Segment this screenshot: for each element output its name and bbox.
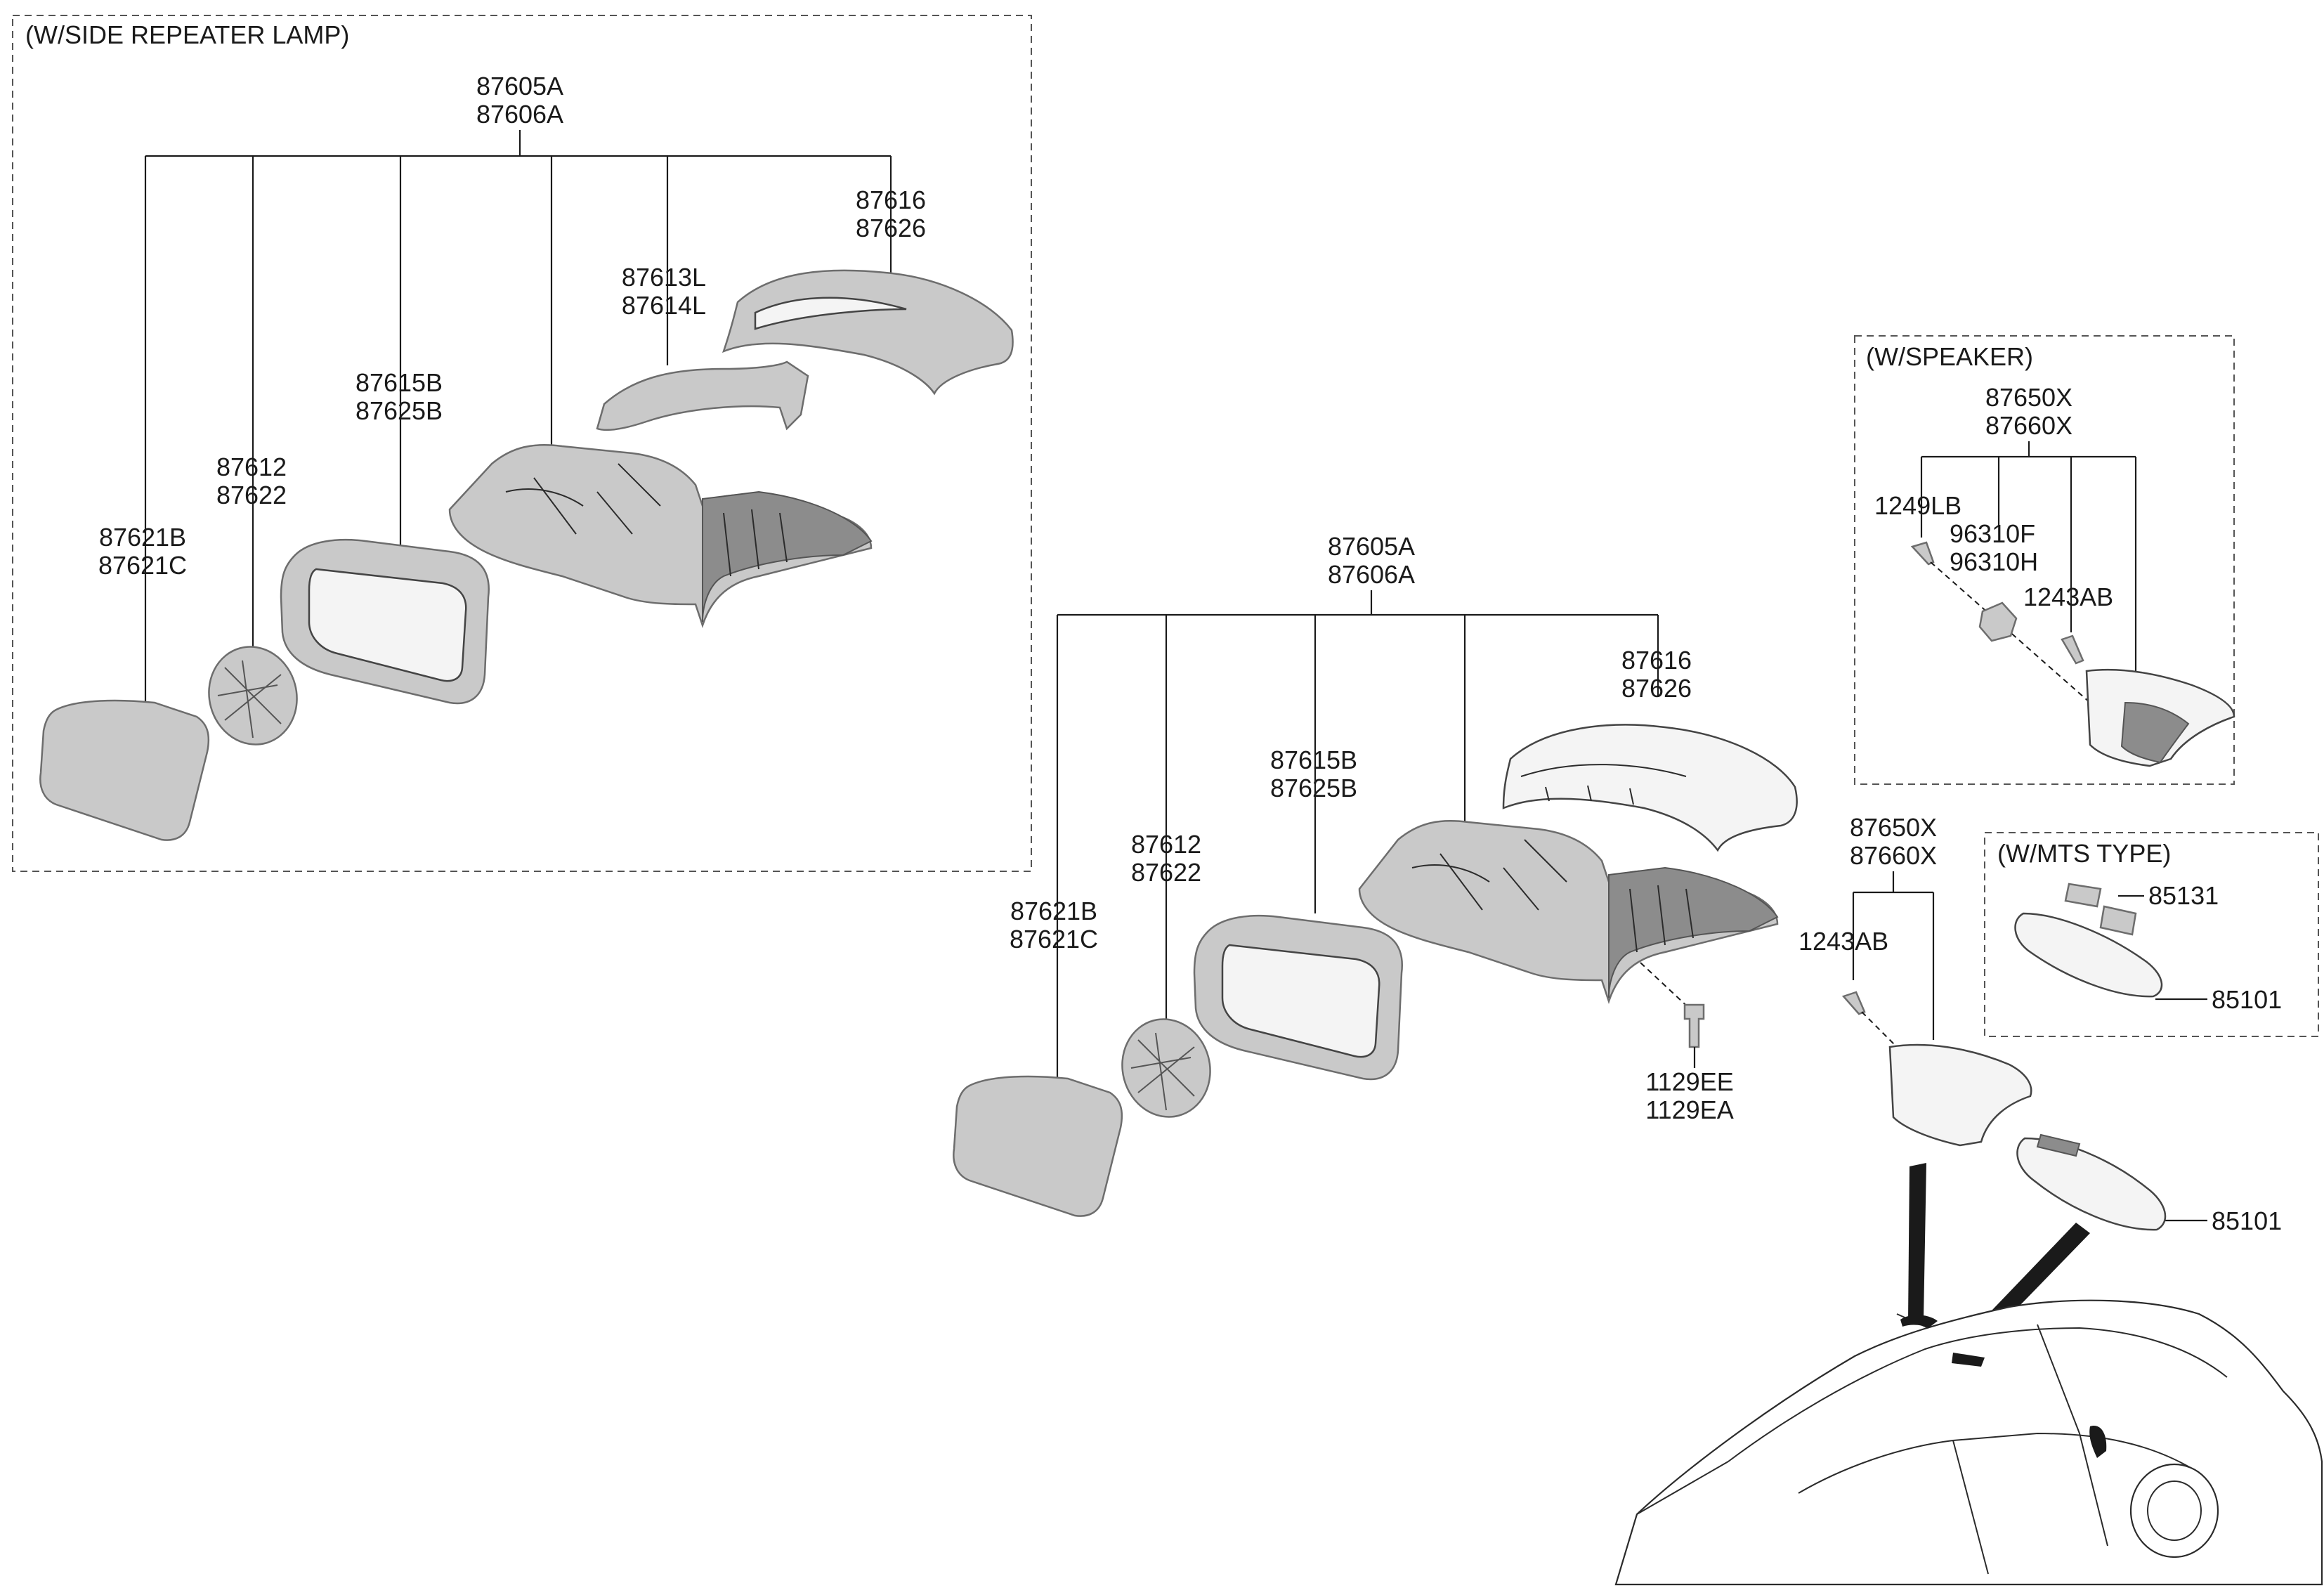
label-garnish-assy-a: 87650X	[1850, 813, 1937, 842]
scalp-cover-inner	[754, 297, 907, 330]
repeater-lamp-part	[596, 360, 809, 431]
garnish-screw-part	[1841, 991, 1866, 1015]
label-main-cover-b: 87626	[1621, 674, 1692, 703]
label-main-actuator-a: 87612	[1131, 830, 1201, 859]
housing-detail-lines	[505, 463, 788, 577]
main-mirror-leader-lines	[1056, 590, 1659, 1086]
garnish-part	[1888, 1043, 2032, 1147]
label-speaker-screw: 1249LB	[1874, 491, 1961, 520]
group-mts-type: (W/MTS TYPE) 85131 85101	[1984, 832, 2319, 1037]
speaker-screw-part	[1910, 541, 1935, 566]
label-actuator-b: 87622	[216, 481, 287, 509]
garnish-guide-line	[1861, 1011, 1898, 1048]
group-room-mirror: 85101	[2016, 1133, 2282, 1235]
car-wheel	[2129, 1463, 2219, 1558]
label-main-glass-b: 87621C	[1010, 925, 1098, 954]
garnish-leader-lines	[1852, 871, 1935, 1040]
label-mirror-assy-a: 87605A	[476, 72, 563, 100]
main-glass-holder-opening	[1221, 944, 1380, 1058]
label-speaker-unit-a: 96310F	[1950, 519, 2035, 548]
speaker-group-title: (W/SPEAKER)	[1866, 342, 2033, 371]
speaker-guide-line	[1930, 561, 2091, 703]
label-speaker-screw2: 1243AB	[2023, 583, 2113, 611]
main-cover-detail	[1520, 764, 1687, 805]
label-main-holder-b: 87625B	[1270, 774, 1357, 802]
main-bolt-part	[1683, 1003, 1705, 1048]
main-bolt-guide	[1640, 962, 1694, 1013]
label-main-bolt-a: 1129EE	[1645, 1067, 1733, 1096]
speaker-unit-part	[1978, 601, 2018, 642]
label-repeater-lamp-a: 87613L	[622, 263, 706, 292]
main-housing-part	[1358, 820, 1779, 1004]
car-roof-garnish-marker	[1900, 1315, 1938, 1328]
side-repeater-group-frame	[12, 15, 1032, 872]
label-holder-b: 87625B	[355, 396, 443, 425]
label-repeater-lamp-b: 87614L	[622, 291, 706, 320]
label-main-glass-a: 87621B	[1010, 897, 1097, 925]
label-holder-a: 87615B	[355, 368, 443, 397]
label-main-mirror-assy-a: 87605A	[1328, 532, 1415, 561]
label-room-mirror: 85101	[2212, 1206, 2282, 1235]
speaker-group-frame	[1854, 335, 2235, 785]
group-speaker: (W/SPEAKER) 87650X 87660X 1249LB 96310F …	[1854, 335, 2235, 785]
label-main-cover-a: 87616	[1621, 646, 1692, 675]
mts-group-frame	[1984, 832, 2319, 1037]
main-actuator-detail	[1130, 1032, 1195, 1111]
main-housing-back	[1608, 866, 1779, 998]
label-scalp-cover-a: 87616	[856, 186, 926, 214]
car-body-outline	[1614, 1299, 2323, 1586]
car-side-mirror-marker	[2089, 1426, 2107, 1458]
label-speaker-assy-b: 87660X	[1985, 411, 2072, 440]
speaker-leader-lines	[1920, 441, 2137, 675]
label-speaker-unit-b: 96310H	[1950, 547, 2038, 576]
group-garnish: 87650X 87660X 1243AB	[1799, 813, 2032, 1147]
label-garnish-screw: 1243AB	[1799, 927, 1888, 956]
group-standard-mirror: 87605A 87606A 87616 87626 87615B 87625B …	[953, 532, 1798, 1217]
room-mirror-mount	[2036, 1133, 2081, 1157]
label-main-mirror-assy-b: 87606A	[1328, 560, 1415, 589]
actuator-detail	[217, 660, 282, 738]
label-mts-cover: 85131	[2148, 881, 2219, 910]
mirror-housing-part	[448, 444, 873, 628]
speaker-screw2-part	[2061, 634, 2084, 665]
main-housing-detail	[1411, 839, 1694, 953]
mts-mirror-part	[2014, 912, 2163, 998]
main-scalp-cover-part	[1502, 724, 1798, 852]
main-mirror-glass-part	[953, 1075, 1123, 1217]
mirror-housing-back	[702, 490, 873, 623]
speaker-grille	[2120, 701, 2190, 764]
mts-cover-part	[2064, 883, 2102, 908]
label-scalp-cover-b: 87626	[856, 214, 926, 242]
car-locator	[1614, 1163, 2323, 1586]
mts-bracket-part	[2099, 905, 2137, 936]
label-glass-b: 87621C	[98, 551, 187, 580]
glass-holder-opening	[308, 568, 467, 682]
room-mirror-part	[2016, 1137, 2167, 1231]
side-repeater-leader-lines	[144, 130, 892, 710]
label-main-bolt-b: 1129EA	[1645, 1095, 1733, 1124]
label-glass-a: 87621B	[99, 523, 186, 552]
side-repeater-group-title: (W/SIDE REPEATER LAMP)	[25, 20, 349, 49]
label-mirror-assy-b: 87606A	[476, 100, 563, 129]
label-main-actuator-b: 87622	[1131, 858, 1201, 887]
mts-group-title: (W/MTS TYPE)	[1997, 839, 2171, 868]
label-speaker-assy-a: 87650X	[1985, 383, 2072, 412]
label-garnish-assy-b: 87660X	[1850, 841, 1937, 870]
garnish-pointer-band	[1908, 1163, 1926, 1321]
car-room-mirror-marker	[1952, 1353, 1985, 1367]
label-actuator-a: 87612	[216, 453, 287, 481]
label-mts-mirror: 85101	[2212, 985, 2282, 1014]
car-wheel-hub	[2147, 1480, 2202, 1541]
mirror-glass-part	[39, 699, 210, 841]
group-side-repeater-lamp: (W/SIDE REPEATER LAMP) 87605A 87606A 876…	[12, 15, 1032, 872]
label-main-holder-a: 87615B	[1270, 746, 1357, 774]
